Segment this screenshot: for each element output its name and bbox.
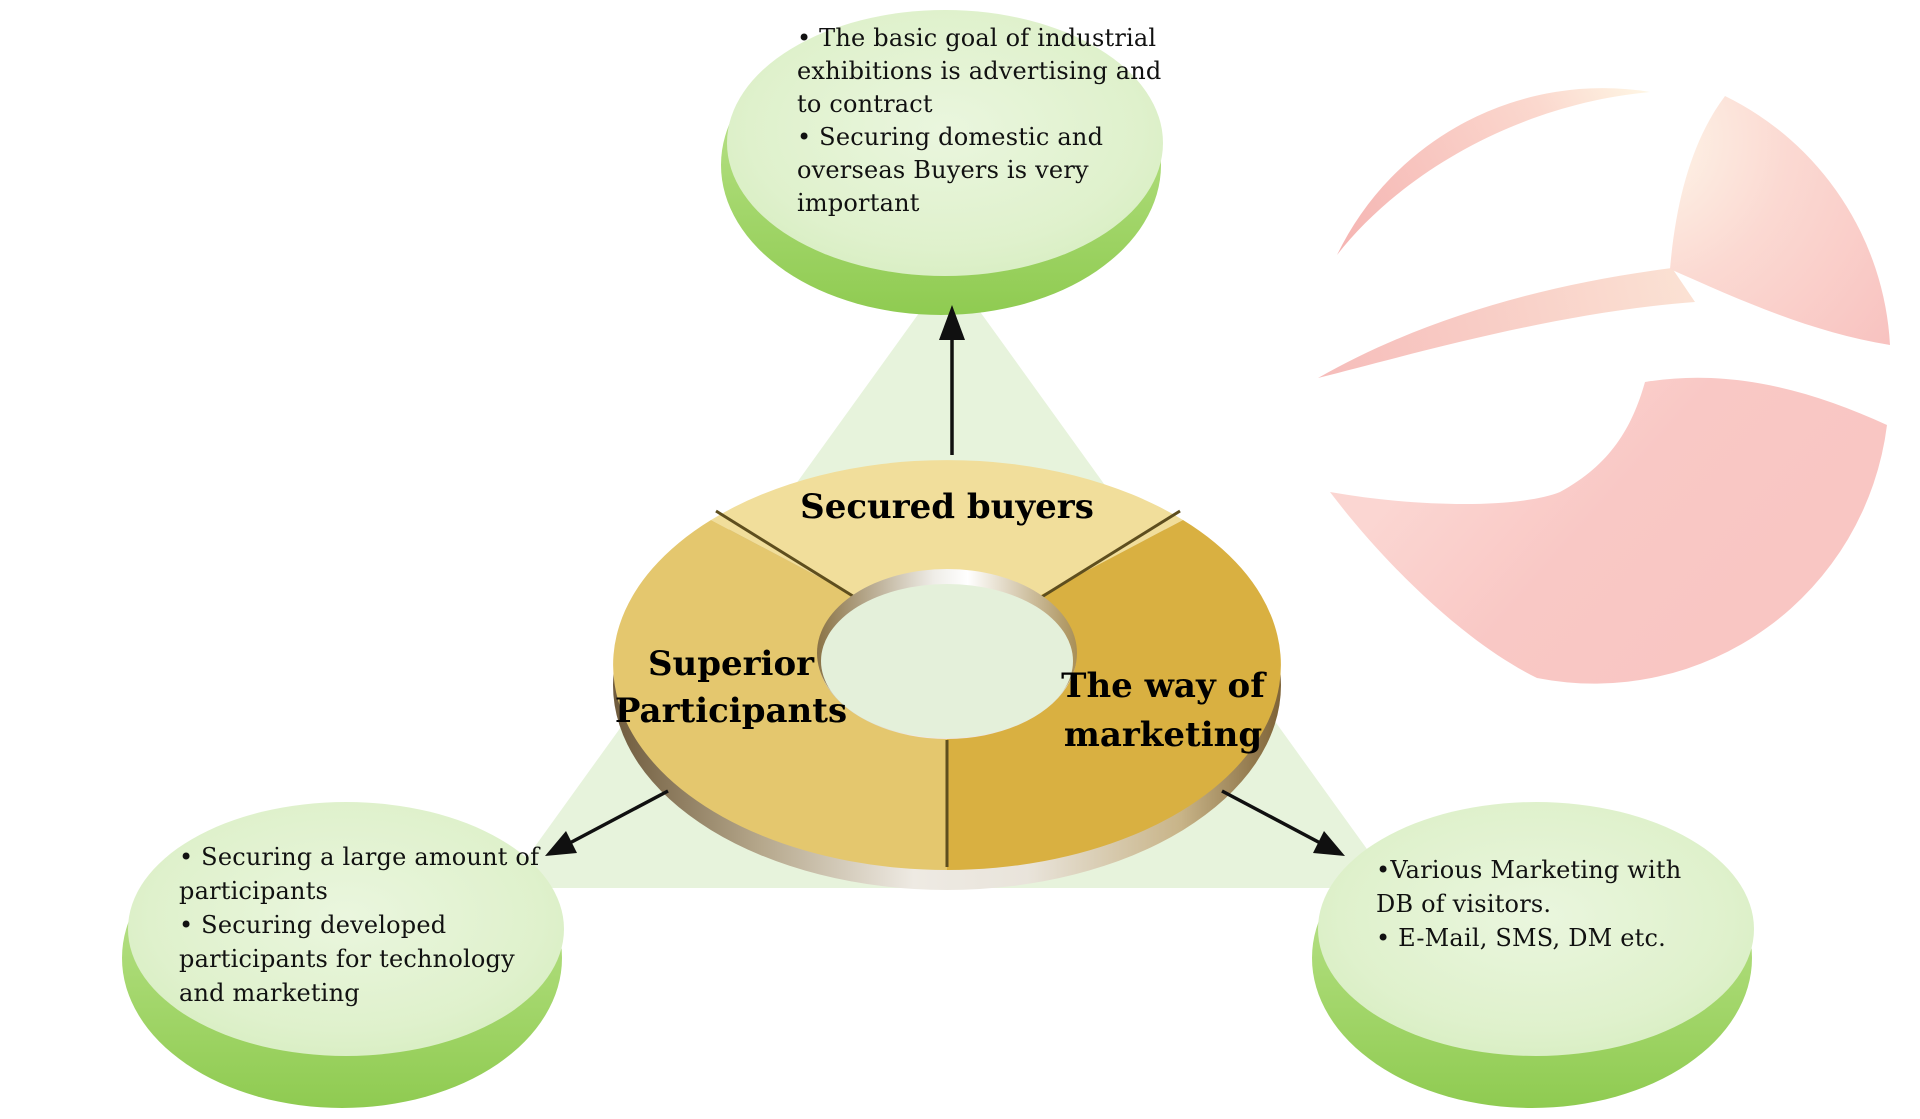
sphere-swoosh-logo	[1318, 88, 1890, 684]
label-line: Superior	[647, 644, 815, 684]
donut-hole	[821, 584, 1073, 738]
note-line: DB of visitors.	[1376, 890, 1552, 918]
arrow-up-icon	[939, 305, 965, 455]
arrow-down-left-head	[545, 831, 577, 856]
note-line: overseas Buyers is very	[797, 156, 1089, 184]
logo-top-left-crescent	[1337, 88, 1650, 256]
label-line: Participants	[614, 691, 848, 731]
arrow-down-right-shaft	[1221, 789, 1325, 847]
logo-lower-mass	[1330, 377, 1887, 684]
note-line: to contract	[797, 90, 933, 118]
bowl-left-opening	[128, 802, 564, 1056]
donut-label-secured-buyers: Secured buyers	[800, 487, 1094, 527]
bowl-left-notes: • Securing a large amount of participant…	[179, 840, 539, 1010]
bowl-top-notes: • The basic goal of industrial exhibitio…	[797, 22, 1162, 220]
label-line: The way of	[1061, 666, 1265, 706]
bowl-right	[1312, 802, 1754, 1108]
note-line: • E-Mail, SMS, DM etc.	[1376, 924, 1666, 952]
arrow-down-right-icon	[1221, 789, 1345, 856]
bowl-left	[122, 802, 564, 1108]
logo-upper-right-mass	[1670, 96, 1890, 345]
label-line: marketing	[1063, 715, 1263, 755]
donut-divider-upper-right	[1039, 509, 1181, 600]
note-line: participants for technology	[179, 945, 515, 973]
note-line: participants	[179, 877, 329, 905]
note-line: • Securing a large amount of	[179, 843, 540, 871]
donut-segment-way-of-marketing	[947, 520, 1281, 870]
note-line: exhibitions is advertising and	[797, 57, 1162, 85]
note-line: • The basic goal of industrial	[797, 24, 1157, 52]
note-line: important	[797, 189, 920, 217]
note-line: • Securing domestic and	[797, 123, 1104, 151]
donut-label-way-of-marketing: The way of marketing	[963, 662, 1363, 760]
donut-segment-secured-buyers	[711, 460, 1183, 596]
donut-segment-superior-participants	[613, 520, 947, 870]
donut-divider-upper-left	[715, 509, 857, 600]
logo-middle-swoosh	[1318, 268, 1695, 378]
arrow-down-left-shaft	[565, 789, 669, 847]
bowl-right-notes: •Various Marketing with DB of visitors. …	[1376, 853, 1681, 955]
note-line: and marketing	[179, 979, 360, 1007]
bowl-right-opening	[1318, 802, 1754, 1056]
donut-label-superior-participants: Superior Participants	[531, 641, 931, 735]
note-line: •Various Marketing with	[1376, 856, 1682, 884]
bowl-top-opening	[727, 10, 1163, 276]
arrow-up-head	[939, 305, 965, 340]
arrow-down-right-head	[1313, 831, 1345, 856]
bowl-top	[721, 10, 1163, 315]
note-line: • Securing developed	[179, 911, 447, 939]
arrow-down-left-icon	[545, 789, 669, 856]
